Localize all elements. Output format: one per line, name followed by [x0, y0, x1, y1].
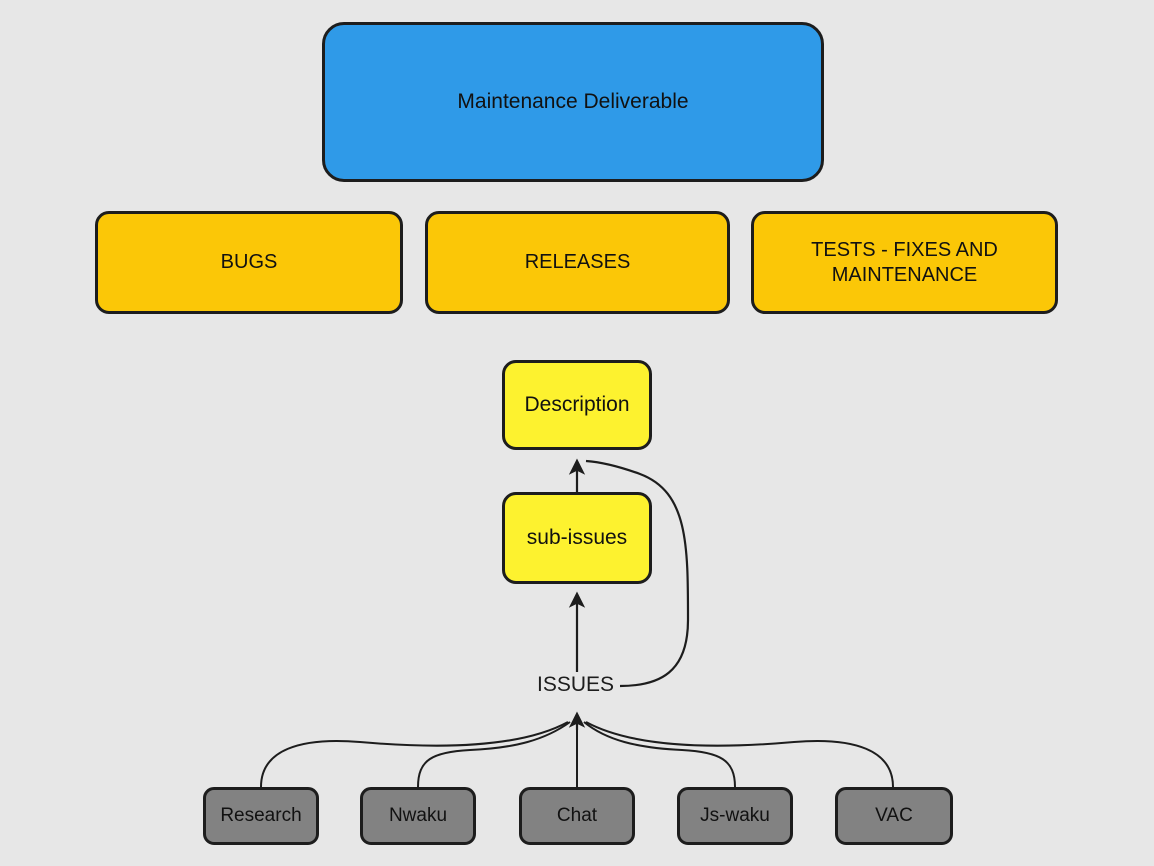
node-vac[interactable]: VAC — [835, 787, 953, 845]
node-label: Maintenance Deliverable — [457, 89, 689, 113]
node-bugs[interactable]: BUGS — [95, 211, 403, 314]
node-research[interactable]: Research — [203, 787, 319, 845]
edge-vac-to-issues — [585, 721, 894, 788]
node-label: BUGS — [220, 251, 278, 273]
node-label: Research — [220, 805, 302, 827]
node-label-line1: TESTS - FIXES AND — [811, 238, 998, 261]
node-sub-issues[interactable]: sub-issues — [502, 492, 652, 584]
node-js-waku[interactable]: Js-waku — [677, 787, 793, 845]
node-label: Nwaku — [388, 805, 448, 827]
edge-research-to-issues — [260, 721, 569, 788]
node-label: Description — [524, 392, 630, 416]
node-label: Js-waku — [700, 805, 770, 827]
node-tests-fixes-and-maintenance[interactable]: TESTS - FIXES AND MAINTENANCE — [751, 211, 1058, 314]
node-label-wrap: TESTS - FIXES AND MAINTENANCE — [811, 238, 998, 288]
edge-nwaku-to-issues — [417, 721, 571, 788]
node-nwaku[interactable]: Nwaku — [360, 787, 476, 845]
node-description[interactable]: Description — [502, 360, 652, 450]
node-releases[interactable]: RELEASES — [425, 211, 730, 314]
node-chat[interactable]: Chat — [519, 787, 635, 845]
node-maintenance-deliverable[interactable]: Maintenance Deliverable — [322, 22, 824, 182]
edge-jswaku-to-issues — [583, 721, 736, 788]
node-label: VAC — [875, 805, 913, 827]
node-label: RELEASES — [524, 251, 631, 273]
edge-label-issues: ISSUES — [534, 673, 618, 697]
node-label: sub-issues — [526, 525, 628, 549]
node-label: Chat — [556, 805, 598, 827]
node-label-line2: MAINTENANCE — [831, 263, 978, 286]
